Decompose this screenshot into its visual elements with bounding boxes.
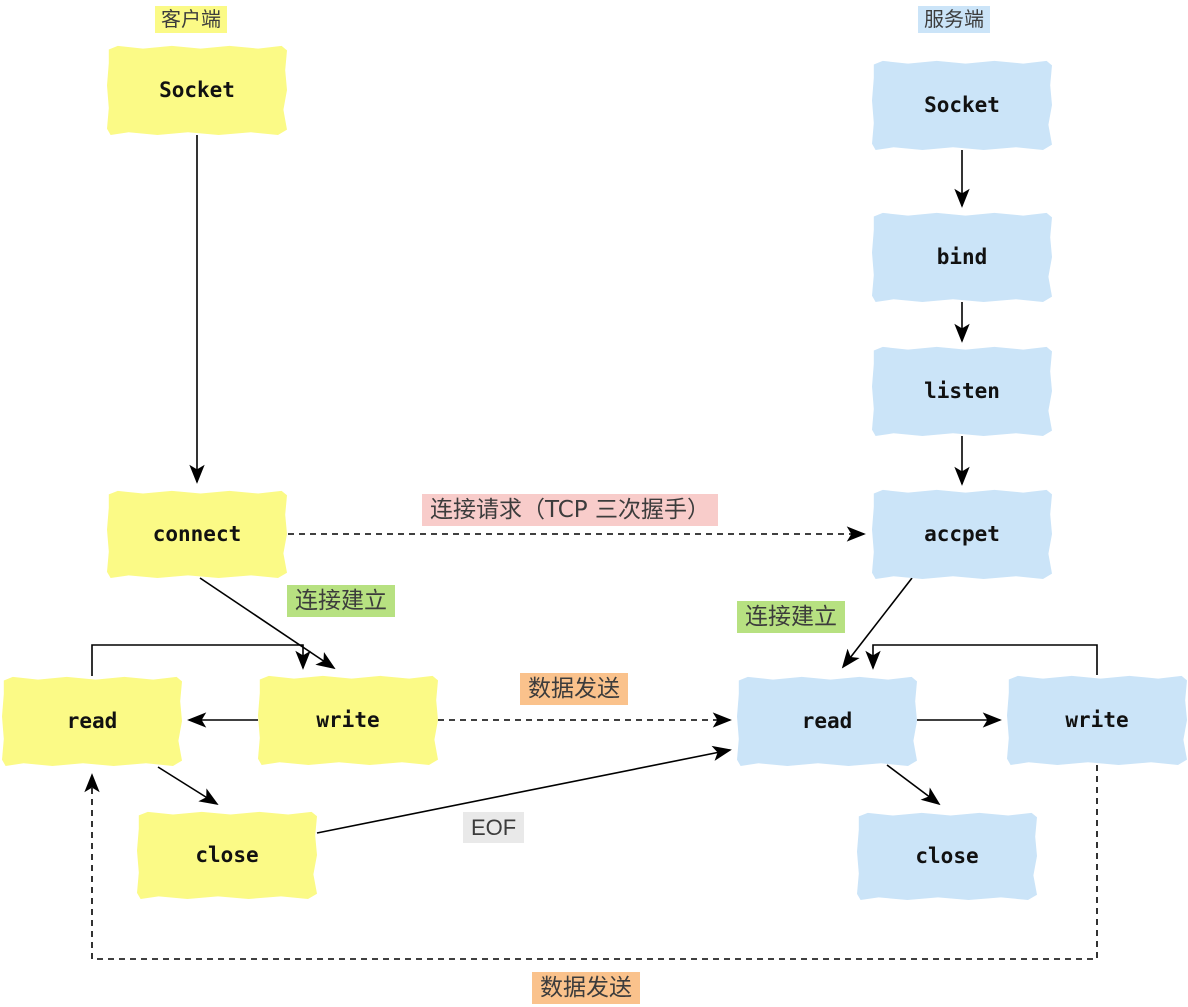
node-client-socket: Socket	[107, 45, 287, 135]
node-label: Socket	[159, 78, 235, 102]
node-server-bind: bind	[872, 212, 1052, 302]
node-label: read	[801, 709, 853, 733]
label-eof: EOF	[463, 812, 525, 844]
node-label: close	[195, 843, 259, 867]
edge-client-read-write-loop	[91, 644, 311, 676]
node-server-socket: Socket	[872, 60, 1052, 150]
client-column-tag: 客户端	[155, 6, 227, 33]
node-label: Socket	[924, 93, 1000, 117]
edge-client-read-to-close	[157, 766, 219, 806]
node-client-write: write	[258, 675, 438, 765]
server-column-tag: 服务端	[918, 6, 990, 33]
label-data-send-bottom: 数据发送	[532, 972, 640, 1005]
node-client-close: close	[137, 811, 317, 899]
label-connection-established-client: 连接建立	[287, 585, 395, 618]
node-server-listen: listen	[872, 346, 1052, 436]
label-connection-established-server: 连接建立	[737, 601, 845, 634]
node-server-close: close	[857, 812, 1037, 900]
node-label: close	[915, 844, 979, 868]
node-client-connect: connect	[107, 490, 287, 578]
edge-accpet-to-server-read	[841, 577, 913, 669]
node-server-read: read	[737, 676, 917, 766]
node-label: accpet	[924, 522, 1000, 546]
node-label: write	[316, 708, 380, 732]
node-label: write	[1065, 708, 1129, 732]
node-server-accpet: accpet	[872, 489, 1052, 579]
edge-server-read-to-close	[886, 764, 941, 806]
node-label: bind	[936, 245, 988, 269]
node-client-read: read	[2, 676, 182, 766]
node-label: listen	[924, 379, 1000, 403]
label-data-send-middle: 数据发送	[520, 673, 628, 706]
node-server-write: write	[1007, 675, 1187, 765]
edge-server-write-read-loop	[865, 644, 1098, 675]
label-connection-request-tcp-handshake: 连接请求（TCP 三次握手）	[422, 494, 718, 527]
node-label: read	[66, 709, 118, 733]
node-label: connect	[152, 522, 242, 546]
